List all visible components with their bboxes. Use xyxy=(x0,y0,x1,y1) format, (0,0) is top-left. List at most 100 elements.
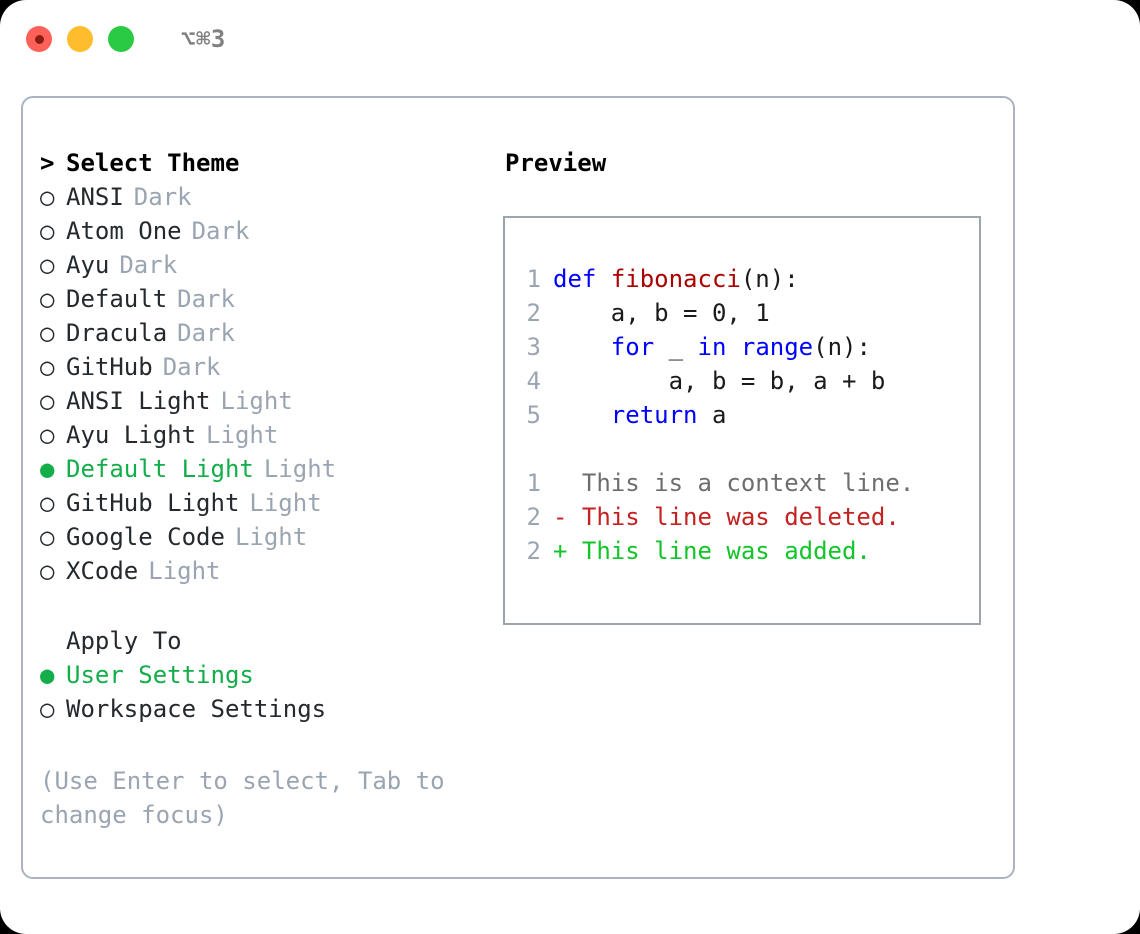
theme-option-label: ANSI Light xyxy=(66,387,211,415)
diff-line: 1 This is a context line. xyxy=(505,466,979,500)
theme-variant-badge: Dark xyxy=(177,285,235,313)
apply-to-option-row[interactable]: ● User Settings xyxy=(40,658,503,692)
theme-variant-badge: Light xyxy=(148,557,221,585)
code-token-plain: (n): xyxy=(740,265,799,293)
radio-unselected-icon[interactable]: ○ xyxy=(40,285,55,313)
diff-line-text-del: - This line was deleted. xyxy=(553,503,900,531)
select-theme-title: Select Theme xyxy=(66,149,240,177)
code-line-number: 4 xyxy=(526,367,541,395)
code-token-fn: fibonacci xyxy=(610,265,741,293)
theme-variant-badge: Light xyxy=(263,455,337,483)
diff-line-text-context: This is a context line. xyxy=(553,469,915,497)
code-line: 3 for _ in range(n): xyxy=(505,330,979,364)
radio-unselected-icon[interactable]: ○ xyxy=(40,217,55,245)
apply-to-spacer-icon xyxy=(40,624,66,658)
apply-to-title: Apply To xyxy=(66,627,182,655)
code-line-number: 2 xyxy=(526,299,541,327)
theme-option-row[interactable]: ○ Ayu Light Light xyxy=(40,418,503,452)
theme-option-row[interactable]: ○ Dracula Dark xyxy=(40,316,503,350)
code-line: 1 def fibonacci(n): xyxy=(505,262,979,296)
radio-unselected-icon[interactable]: ○ xyxy=(40,557,55,585)
theme-option-label: Dracula xyxy=(66,319,168,347)
radio-unselected-icon[interactable]: ○ xyxy=(40,353,55,381)
theme-variant-badge: Light xyxy=(234,523,308,551)
code-token-plain xyxy=(553,333,611,361)
radio-unselected-icon[interactable]: ○ xyxy=(40,319,55,347)
close-icon xyxy=(34,34,44,44)
radio-unselected-icon[interactable]: ○ xyxy=(40,387,55,415)
apply-to-option-list: ● User Settings ○ Workspace Settings xyxy=(40,658,503,726)
theme-variant-badge: Dark xyxy=(119,251,178,279)
theme-option-label: Ayu Light xyxy=(66,421,197,449)
code-token-plain xyxy=(596,265,610,293)
theme-variant-badge: Light xyxy=(220,387,293,415)
theme-option-row[interactable]: ○ XCode Light xyxy=(40,554,503,588)
radio-unselected-icon[interactable]: ○ xyxy=(40,489,55,517)
radio-unselected-icon[interactable]: ○ xyxy=(40,183,55,211)
code-token-plain: _ xyxy=(654,333,698,361)
code-line: 2 a, b = 0, 1 xyxy=(505,296,979,330)
apply-to-option-label: Workspace Settings xyxy=(66,695,327,723)
apply-to-option-label: User Settings xyxy=(66,661,254,689)
theme-variant-badge: Dark xyxy=(177,319,235,347)
theme-option-label: XCode xyxy=(66,557,139,585)
code-line-text: def fibonacci(n): xyxy=(553,262,799,296)
radio-unselected-icon[interactable]: ○ xyxy=(40,421,55,449)
code-line-text: a, b = 0, 1 xyxy=(553,296,770,330)
code-token-plain xyxy=(553,401,611,429)
theme-option-label: ANSI xyxy=(66,183,124,211)
theme-option-row[interactable]: ○ Default Dark xyxy=(40,282,503,316)
radio-selected-icon[interactable]: ● xyxy=(40,455,55,483)
maximize-button[interactable] xyxy=(108,26,134,52)
title-bar: ⌥⌘3 xyxy=(0,0,1140,78)
diff-line: 2 - This line was deleted. xyxy=(505,500,979,534)
code-line-text: return a xyxy=(553,398,727,432)
theme-option-row[interactable]: ○ Atom One Dark xyxy=(40,214,503,248)
code-line-number: 3 xyxy=(526,333,541,361)
diff-line: 2+ This line was added. xyxy=(505,534,979,568)
theme-variant-badge: Dark xyxy=(162,353,221,381)
keyboard-shortcut-label: ⌥⌘3 xyxy=(181,25,226,53)
code-token-plain: (n): xyxy=(813,333,871,361)
apply-to-option-row[interactable]: ○ Workspace Settings xyxy=(40,692,503,726)
code-line: 5 return a xyxy=(505,398,979,432)
preview-title: Preview xyxy=(505,149,607,177)
code-token-plain: a xyxy=(697,401,727,429)
diff-line-number: 2 xyxy=(526,503,541,531)
close-button[interactable] xyxy=(26,26,52,52)
radio-unselected-icon[interactable]: ○ xyxy=(40,523,55,551)
diff-sample: 1 This is a context line. 2 - This line wa… xyxy=(505,466,979,568)
theme-option-row[interactable]: ○ ANSI Light Light xyxy=(40,384,503,418)
theme-option-label: Atom One xyxy=(66,217,182,245)
radio-unselected-icon[interactable]: ○ xyxy=(40,251,55,279)
code-line-text: for _ in range(n): xyxy=(553,330,871,364)
diff-line-number: 1 xyxy=(526,469,541,497)
code-token-kw: for xyxy=(610,333,655,361)
code-token-builtin: range xyxy=(740,333,814,361)
preview-spacer xyxy=(505,432,979,466)
code-token-kw: def xyxy=(553,265,597,293)
theme-variant-badge: Light xyxy=(249,489,322,517)
minimize-button[interactable] xyxy=(67,26,93,52)
cursor-arrow-icon: > xyxy=(40,149,55,177)
radio-selected-icon[interactable]: ● xyxy=(40,661,55,689)
theme-variant-badge: Light xyxy=(206,421,279,449)
diff-line-text-add: + This line was added. xyxy=(553,537,871,565)
theme-variant-badge: Dark xyxy=(191,217,250,245)
code-line-text: a, b = b, a + b xyxy=(553,364,886,398)
theme-option-label: Default xyxy=(66,285,168,313)
radio-unselected-icon[interactable]: ○ xyxy=(40,695,55,723)
code-line-number: 1 xyxy=(526,265,541,293)
